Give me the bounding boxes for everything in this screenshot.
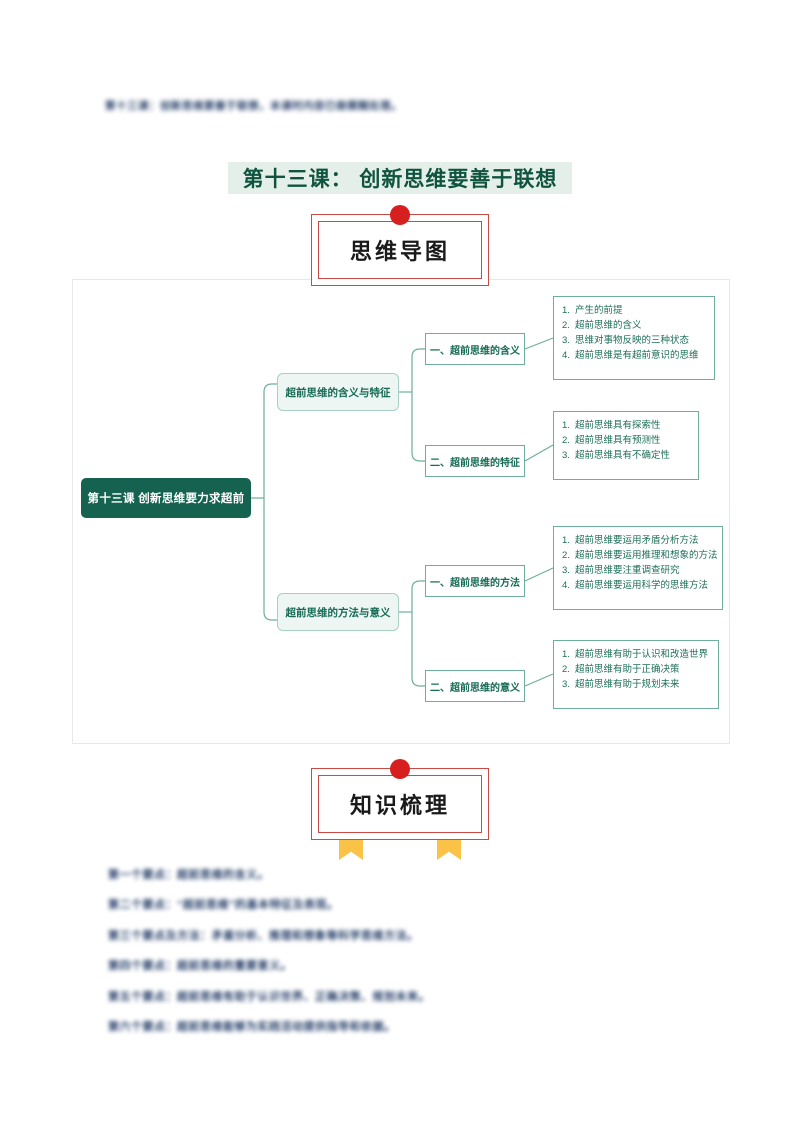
list-item-number: 3.: [562, 335, 570, 346]
list-item-number: 2.: [562, 320, 570, 331]
red-dot-icon: [390, 759, 410, 779]
list-item: 1. 超前思维有助于认识和改造世界: [562, 647, 710, 662]
list-item-number: 1.: [562, 420, 570, 431]
list-item-number: 4.: [562, 580, 570, 591]
banner-mind-map: 思维导图: [311, 205, 489, 306]
mind-map-connectors: [251, 337, 554, 687]
mindmap-section-node-1-2[interactable]: 二、超前思维的特征: [425, 445, 525, 477]
list-item: 3. 超前思维有助于规划未来: [562, 677, 710, 692]
list-item: 4. 超前思维是有超前意识的思维: [562, 348, 706, 363]
list-item: 3. 超前思维要注重调查研究: [562, 563, 714, 578]
bottom-note-3: 第三个要点及方法：矛盾分析、推理和想象等科学思维方法。: [108, 930, 419, 942]
list-item-text: 超前思维有助于规划未来: [575, 679, 680, 690]
mindmap-branch-node-1[interactable]: 超前思维的含义与特征: [277, 373, 399, 411]
list-item-text: 超前思维的含义: [575, 320, 642, 331]
mindmap-section-node-2-2[interactable]: 二、超前思维的意义: [425, 670, 525, 702]
list-item-text: 超前思维要运用推理和想象的方法: [575, 550, 718, 561]
list-item-number: 2.: [562, 435, 570, 446]
mind-map-container: 第十三课 创新思维要力求超前 超前思维的含义与特征 超前思维的方法与意义 一、超…: [72, 279, 730, 744]
list-item-text: 超前思维要注重调查研究: [575, 565, 680, 576]
top-note-text: 第十三课：创新思维要善于联想，本课时内容已做模糊处理。: [105, 100, 402, 112]
mindmap-section-node-2-1[interactable]: 一、超前思维的方法: [425, 565, 525, 597]
mindmap-leaf-list-2-2: 1. 超前思维有助于认识和改造世界 2. 超前思维有助于正确决策 3. 超前思维有助于…: [553, 640, 719, 709]
list-item-number: 1.: [562, 649, 570, 660]
bottom-note-4: 第四个要点：超前思维的重要意义。: [108, 960, 292, 972]
mindmap-leaf-list-1-2: 1. 超前思维具有探索性 2. 超前思维具有预测性 3. 超前思维具有不确定性: [553, 411, 699, 480]
list-item-number: 4.: [562, 350, 570, 361]
list-item-text: 超前思维具有预测性: [575, 435, 661, 446]
list-item-number: 3.: [562, 565, 570, 576]
page-title-band: 第十三课： 创新思维要善于联想: [228, 162, 572, 194]
list-item-text: 思维对事物反映的三种状态: [575, 335, 690, 346]
list-item-number: 1.: [562, 535, 570, 546]
bottom-note-1: 第一个要点：超前思维的含义。: [108, 869, 269, 881]
bottom-note-2: 第二个要点：“超前思维”的基本特征及表现。: [108, 899, 339, 911]
banner-label: 知识梳理: [349, 793, 450, 818]
list-item-text: 超前思维具有探索性: [575, 420, 661, 431]
bottom-note-6: 第六个要点：超前思维能够为实践活动提供指导和依据。: [108, 1021, 396, 1033]
list-item: 3. 超前思维具有不确定性: [562, 448, 690, 463]
list-item: 2. 超前思维有助于正确决策: [562, 662, 710, 677]
mindmap-root-node[interactable]: 第十三课 创新思维要力求超前: [81, 478, 251, 518]
list-item: 4. 超前思维要运用科学的思维方法: [562, 578, 714, 593]
list-item-text: 超前思维是有超前意识的思维: [575, 350, 699, 361]
list-item: 3. 思维对事物反映的三种状态: [562, 333, 706, 348]
mindmap-leaf-list-1-1: 1. 产生的前提 2. 超前思维的含义 3. 思维对事物反映的三种状态 4. 超前思维是…: [553, 296, 715, 380]
banner-label: 思维导图: [349, 239, 450, 264]
list-item: 1. 超前思维要运用矛盾分析方法: [562, 533, 714, 548]
banner-inner-frame: [318, 775, 482, 833]
list-item-number: 3.: [562, 450, 570, 461]
list-item: 1. 超前思维具有探索性: [562, 418, 690, 433]
list-item-text: 超前思维具有不确定性: [575, 450, 671, 461]
list-item-text: 超前思维要运用科学的思维方法: [575, 580, 709, 591]
list-item: 1. 产生的前提: [562, 303, 706, 318]
red-dot-icon: [390, 205, 410, 225]
mindmap-branch-node-2[interactable]: 超前思维的方法与意义: [277, 593, 399, 631]
list-item-text: 超前思维要运用矛盾分析方法: [575, 535, 699, 546]
list-item: 2. 超前思维具有预测性: [562, 433, 690, 448]
list-item-number: 3.: [562, 679, 570, 690]
banner-knowledge-review: 知识梳理: [311, 759, 489, 860]
list-item-number: 2.: [562, 664, 570, 675]
list-item-number: 2.: [562, 550, 570, 561]
list-item-number: 1.: [562, 305, 570, 316]
mindmap-section-node-1-1[interactable]: 一、超前思维的含义: [425, 333, 525, 365]
bottom-note-5: 第五个要点：超前思维有助于认识世界、正确决策、规划未来。: [108, 991, 430, 1003]
list-item-text: 超前思维有助于认识和改造世界: [575, 649, 709, 660]
page-title: 第十三课： 创新思维要善于联想: [242, 168, 558, 191]
list-item-text: 产生的前提: [575, 305, 623, 316]
list-item: 2. 超前思维的含义: [562, 318, 706, 333]
mindmap-leaf-list-2-1: 1. 超前思维要运用矛盾分析方法 2. 超前思维要运用推理和想象的方法 3. 超前思维…: [553, 526, 723, 610]
list-item: 2. 超前思维要运用推理和想象的方法: [562, 548, 718, 563]
list-item-text: 超前思维有助于正确决策: [575, 664, 680, 675]
